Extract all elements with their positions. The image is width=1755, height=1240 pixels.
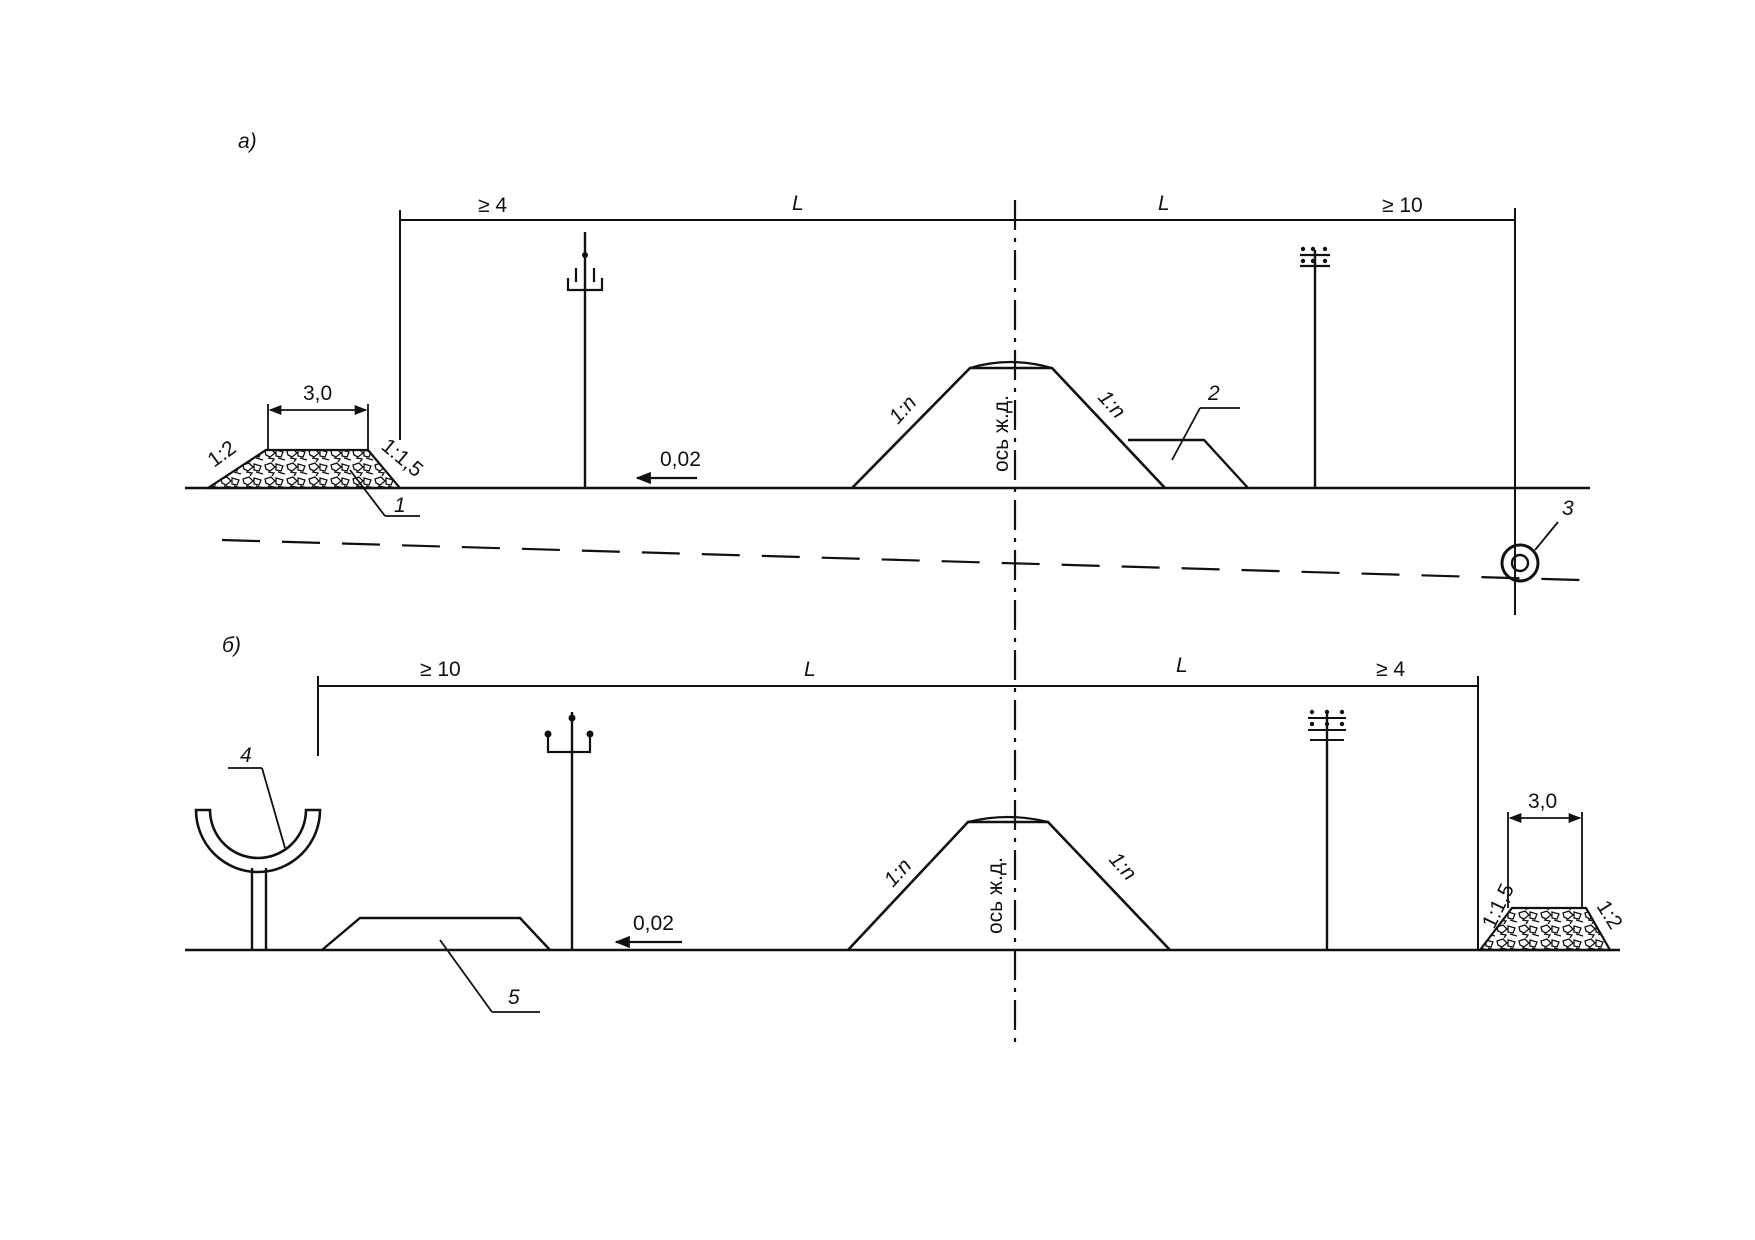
callout-2: 2 — [1207, 382, 1220, 405]
pipe-inner-3 — [1510, 553, 1530, 573]
insulator-dot-1-b — [544, 730, 552, 738]
pipe-outer-3 — [1500, 543, 1540, 583]
axis-label-a: ось ж.д. — [990, 395, 1013, 472]
spoil-bank-b — [321, 916, 551, 951]
callout-3: 3 — [1562, 497, 1574, 520]
cable-dots-right-a — [1300, 246, 1328, 264]
berm-width-a: 3,0 — [303, 382, 332, 405]
axis-label-b: ось ж.д. — [984, 857, 1007, 934]
cable-crossarm-right-a — [1300, 253, 1330, 268]
insulator-bracket-left-a — [566, 268, 604, 292]
berm-width-b: 3,0 — [1528, 790, 1557, 813]
callout-leader-4 — [261, 767, 286, 849]
embankment-slope-left-b: 1:n — [880, 854, 917, 891]
berm-b — [1477, 906, 1612, 952]
embankment-top-b — [967, 815, 1049, 824]
embankment-b — [847, 820, 1171, 951]
embankment-a — [851, 366, 1166, 489]
callout-leader-5 — [439, 939, 493, 1013]
panel-label-a: а) — [238, 130, 257, 153]
dim-right-a: ≥ 10 — [1382, 194, 1423, 217]
callout-leader-3 — [1534, 521, 1559, 551]
insulator-bracket-left-b — [546, 734, 592, 754]
callout-4: 4 — [240, 744, 252, 767]
dim-left-b: ≥ 10 — [420, 658, 461, 681]
dim-l1-b: L — [804, 658, 816, 681]
dim-l2-b: L — [1176, 654, 1188, 677]
pole-top-left-a — [582, 252, 588, 258]
callout-5: 5 — [508, 986, 520, 1009]
diagram-b: б) ≥ 10 L L ≥ 4 4 5 — [185, 634, 1627, 1013]
callout-leader-2 — [1171, 407, 1201, 461]
callout-1: 1 — [394, 494, 406, 517]
trough-4 — [194, 808, 322, 874]
insulator-dot-2-b — [586, 730, 594, 738]
callout-leader-1 — [349, 469, 386, 517]
cable-crossarm-right-b — [1308, 717, 1346, 741]
embankment-slope-right-b: 1:n — [1104, 848, 1141, 885]
dim-right-b: ≥ 4 — [1376, 658, 1405, 681]
underground-line-a — [221, 538, 1581, 582]
cable-dots-right-b — [1309, 709, 1345, 727]
pole-top-left-b — [568, 714, 576, 722]
slope-left-a: 1:2 — [203, 436, 240, 472]
dim-l1-a: L — [792, 192, 804, 215]
panel-label-b: б) — [222, 634, 241, 657]
ground-slope-a: 0,02 — [660, 448, 701, 471]
trough-support-4 — [250, 868, 268, 950]
embankment-top-a — [969, 360, 1053, 370]
dim-l2-a: L — [1158, 192, 1170, 215]
spoil-bank-a — [1128, 438, 1249, 489]
diagram-a: а) ≥ 4 L L ≥ 10 3,0 1:2 1:1,5 1 — [185, 130, 1590, 615]
ground-slope-b: 0,02 — [633, 912, 674, 935]
dim-left-a: ≥ 4 — [478, 194, 507, 217]
